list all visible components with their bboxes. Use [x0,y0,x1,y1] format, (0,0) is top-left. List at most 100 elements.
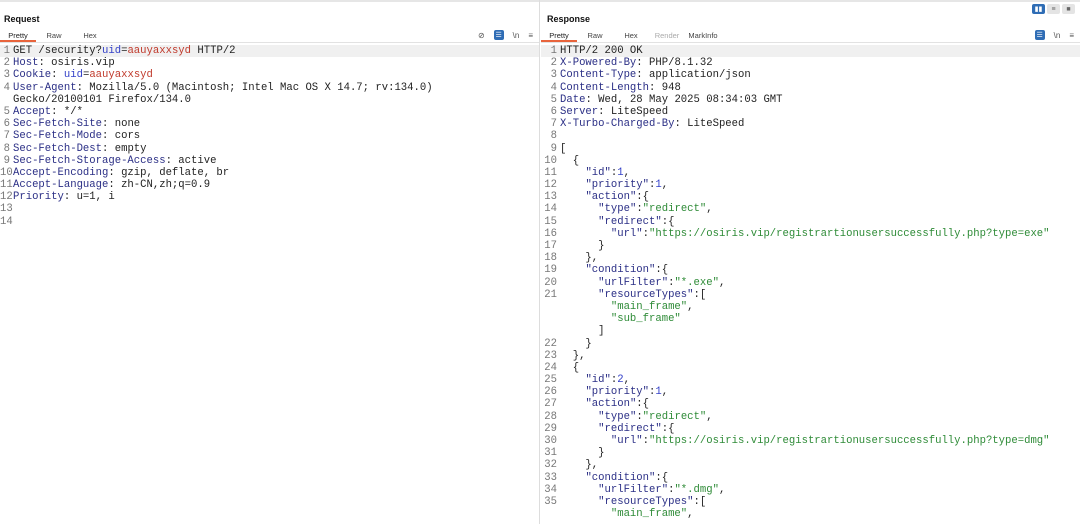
code-line: 31 } [541,447,1080,459]
single-pane-icon[interactable]: ■ [1062,4,1075,14]
wrap-icon[interactable]: ☰ [1034,30,1045,40]
line-number: 15 [544,215,557,228]
menu-icon[interactable]: ≡ [528,30,533,40]
line-content: "condition":{ [560,472,668,484]
menu-icon[interactable]: ≡ [1069,30,1074,40]
line-content: Accept: */* [13,106,83,118]
split-horizontal-icon[interactable]: ≡ [1047,4,1060,14]
code-token: 1 [617,166,624,179]
tab-pretty[interactable]: Pretty [541,29,577,42]
window-top-border [0,0,1080,2]
code-line: 30 "url":"https://osiris.vip/registrarti… [541,435,1080,447]
tab-render[interactable]: Render [654,31,680,40]
code-token: : empty [102,142,147,155]
line-content: }, [560,252,598,264]
code-token: : u=1, i [63,191,115,204]
code-line: "sub_frame" [541,313,1080,325]
code-token: "redirect" [598,215,662,228]
line-number: 6 [3,118,10,131]
code-token: uid [102,45,122,57]
line-number: 5 [3,105,10,118]
code-line: 19 "condition":{ [541,264,1080,276]
code-token: , [623,166,630,179]
code-token: , [718,276,726,289]
code-token: : LiteSpeed [674,118,745,131]
tab-hex[interactable]: Hex [624,31,638,40]
code-line: 17 } [541,240,1080,252]
newline-icon[interactable]: \n [512,30,520,40]
line-number: 24 [544,361,557,374]
line-content: Content-Length: 948 [560,82,681,94]
code-token: aauyaxxsyd [89,69,153,82]
line-content: "id":2, [560,374,630,386]
newline-icon[interactable]: \n [1053,30,1061,40]
code-token [560,167,585,179]
code-line: 28 "type":"redirect", [541,411,1080,423]
line-content: Server: LiteSpeed [560,106,668,118]
code-token: X-Turbo-Charged-By [560,118,675,131]
line-content: Accept-Language: zh-CN,zh;q=0.9 [13,179,210,191]
line-number: 8 [550,130,557,143]
line-content: Host: osiris.vip [13,57,115,69]
request-toolbar: ⊘ ☰ \n ≡ [478,30,533,40]
code-token: 2 [617,374,624,387]
tab-markinfo[interactable]: MarkInfo [688,31,718,40]
tab-pretty[interactable]: Pretty [0,29,36,42]
code-token: X-Powered-By [560,57,637,70]
line-content: "type":"redirect", [560,203,712,216]
code-token: "redirect" [642,203,707,216]
code-token: [ [560,142,567,155]
tab-raw[interactable]: Raw [46,31,62,40]
code-token: , [661,386,669,399]
response-tabs: Pretty Raw Hex Render MarkInfo [541,29,1080,43]
line-number: 6 [550,105,557,118]
code-token: } [560,337,592,350]
line-number: 16 [544,227,557,240]
line-content: Sec-Fetch-Mode: cors [13,130,140,142]
line-content: "resourceTypes":[ [560,289,706,301]
line-number: 21 [544,288,557,301]
line-number: 14 [544,203,557,216]
code-token: HTTP/2 200 OK [560,45,643,57]
code-token: Priority [13,191,64,204]
code-token: "url" [610,435,643,447]
line-content: [ [560,143,566,155]
hide-icon[interactable]: ⊘ [477,30,485,40]
line-number: 18 [544,252,557,265]
code-line: 34 "urlFilter":"*.dmg", [541,484,1080,496]
code-line: 32 }, [541,459,1080,471]
tab-hex[interactable]: Hex [83,31,97,40]
line-number: 11 [544,166,557,179]
code-token [560,216,598,228]
code-token: Sec-Fetch-Dest [13,142,103,155]
code-line: 23 }, [541,350,1080,362]
code-token [560,386,585,398]
line-content: "redirect":{ [560,423,674,435]
code-token: :{ [661,215,675,228]
tab-raw[interactable]: Raw [587,31,603,40]
code-token [560,179,585,191]
code-line: 22 } [541,338,1080,350]
wrap-icon[interactable]: ☰ [493,30,504,40]
code-token: :{ [661,422,675,435]
code-token: Sec-Fetch-Storage-Access [13,154,166,167]
code-token: "url" [610,227,643,240]
code-token: "priority" [585,386,650,399]
line-content: Content-Type: application/json [560,69,751,81]
code-token: { [560,361,580,374]
code-token: } [560,447,605,460]
line-number: 29 [544,422,557,435]
line-number: 34 [544,483,557,496]
line-number: 9 [3,154,10,167]
line-number: 10 [544,154,557,167]
split-vertical-icon[interactable]: ▮▮ [1032,4,1045,14]
code-token: Sec-Fetch-Site [13,118,103,131]
